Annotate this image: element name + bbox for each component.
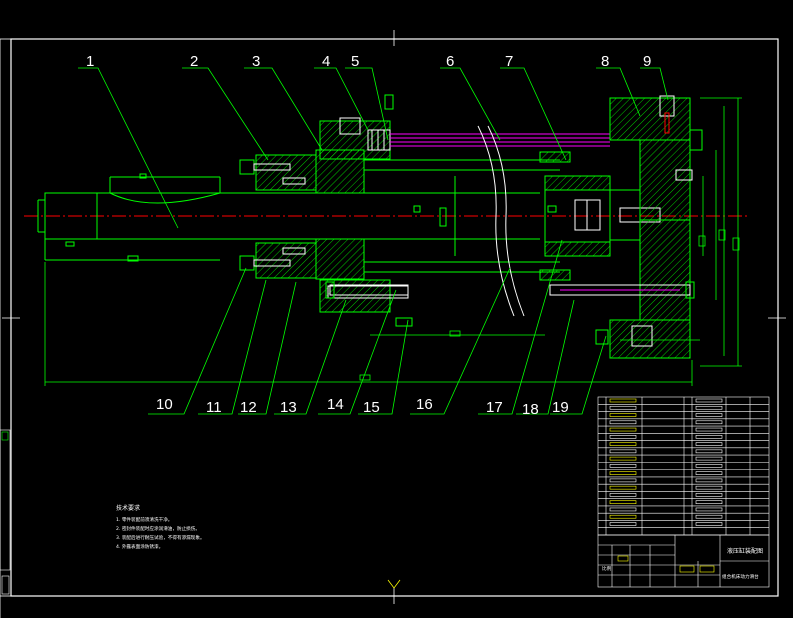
scale-label: 比例 [602, 565, 612, 572]
parts-list-cell [609, 413, 637, 417]
parts-list-cell [609, 456, 637, 461]
front-flange [239, 149, 365, 280]
parts-list-cell [609, 427, 637, 432]
callout-10: 10 [156, 396, 173, 413]
tie-bolts [325, 281, 695, 299]
parts-list-cell [609, 507, 637, 512]
callout-17: 17 [486, 399, 503, 416]
callout-12: 12 [240, 399, 257, 416]
parts-list-cell [695, 420, 723, 425]
parts-list-cell [695, 522, 723, 526]
tech-notes-title: 技术要求 [116, 504, 140, 512]
drawing-subtitle: 组合机床动力滑台 [722, 573, 759, 580]
parts-list-cell [609, 478, 637, 483]
parts-list-cell [695, 507, 723, 512]
parts-list-cell [609, 522, 637, 526]
callout-7: 7 [505, 53, 513, 70]
parts-list-cell [695, 514, 723, 519]
parts-list-cell [609, 464, 637, 468]
parts-list-cell [609, 485, 637, 490]
callout-19: 19 [552, 399, 569, 416]
parts-list-cell [695, 478, 723, 483]
rear-end-cap [595, 95, 703, 359]
callout-4: 4 [322, 53, 330, 70]
callout-15: 15 [363, 399, 380, 416]
parts-list-cell [609, 442, 637, 446]
parts-list-cell [609, 420, 637, 425]
leader-lines [78, 67, 669, 415]
callout-2: 2 [190, 53, 198, 70]
parts-list-cell [695, 435, 723, 439]
tech-note-line: 3. 装配后进行耐压试验，不得有渗漏现象。 [116, 534, 205, 541]
callout-1: 1 [86, 53, 94, 70]
callout-11: 11 [206, 399, 222, 416]
parts-list-cell [695, 405, 723, 410]
parts-list-cell [695, 449, 723, 454]
parts-list-cell [695, 493, 723, 497]
cylinder-barrel [364, 125, 610, 317]
parts-list-cell [695, 456, 723, 461]
callout-5: 5 [351, 53, 359, 70]
callout-14: 14 [327, 396, 344, 413]
dimension-lines [44, 97, 742, 386]
tech-note-line: 1. 零件装配前须清洗干净。 [116, 516, 172, 523]
tech-note-line: 2. 密封件装配时应涂润滑油，防止损伤。 [116, 525, 200, 532]
callout-13: 13 [280, 399, 297, 416]
parts-list-cell [609, 500, 637, 504]
title-block [597, 534, 770, 588]
callout-labels: 1 2 3 4 5 6 7 8 9 10 11 12 13 14 15 16 1… [86, 53, 651, 418]
parts-list-cell [695, 398, 723, 403]
tech-note-line: 4. 外露表面涂防锈漆。 [116, 543, 163, 550]
parts-list-cell [695, 464, 723, 468]
parts-list-cell [695, 471, 723, 475]
callout-18: 18 [522, 401, 539, 418]
technical-notes: 技术要求 1. 零件装配前须清洗干净。 2. 密封件装配时应涂润滑油，防止损伤。… [116, 504, 205, 550]
callout-3: 3 [252, 53, 260, 70]
parts-list-cell [609, 435, 637, 439]
parts-list-cell [609, 449, 637, 454]
parts-list [597, 396, 770, 536]
piston [544, 175, 661, 257]
parts-list-cell [695, 442, 723, 446]
parts-list-cell [695, 500, 723, 504]
callout-8: 8 [601, 53, 609, 70]
parts-list-cell [695, 485, 723, 490]
parts-list-cell [609, 514, 637, 519]
parts-list-cell [609, 398, 637, 403]
parts-list-cell [609, 405, 637, 410]
parts-list-cell [609, 471, 637, 475]
drawing-name: 液压缸装配图 [727, 547, 763, 555]
parts-list-cell [609, 493, 637, 497]
parts-list-cell [695, 413, 723, 417]
callout-6: 6 [446, 53, 454, 70]
parts-list-cell [695, 427, 723, 432]
callout-9: 9 [643, 53, 651, 70]
drawing-frame [0, 30, 786, 618]
callout-16: 16 [416, 396, 433, 413]
